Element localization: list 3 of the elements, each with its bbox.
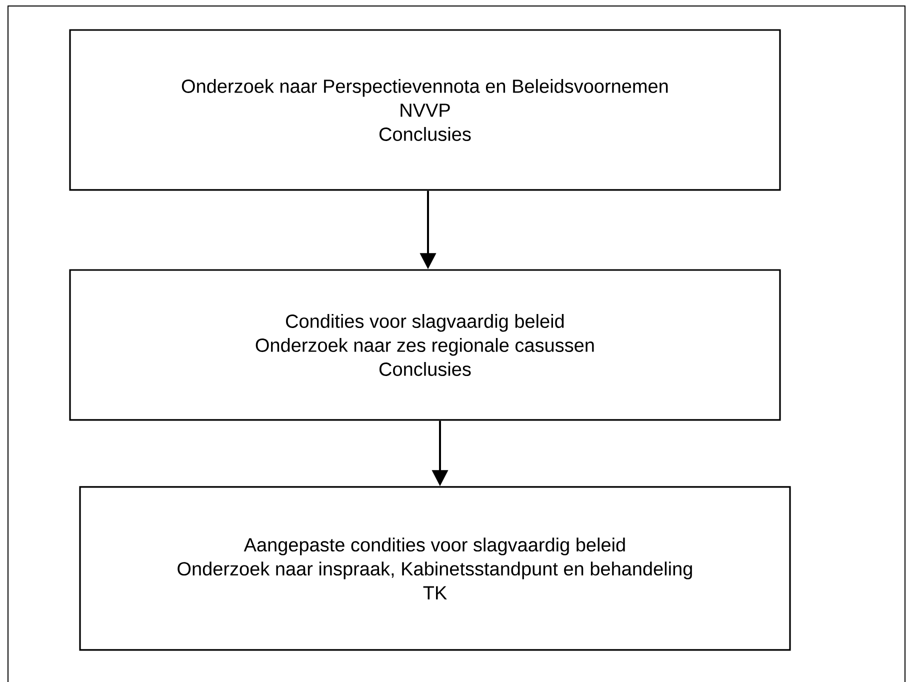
process-box: Condities voor slagvaardig beleid Onderzoek naar zes regionale casussen Conclusies (69, 269, 781, 421)
process-box: Aangepaste condities voor slagvaardig beleid Onderzoek naar inspraak, Kabinetsstandpunt en behandeling TK (79, 486, 791, 651)
process-box: Onderzoek naar Perspectievennota en Beleidsvoornemen NVVP Conclusies (69, 29, 781, 191)
